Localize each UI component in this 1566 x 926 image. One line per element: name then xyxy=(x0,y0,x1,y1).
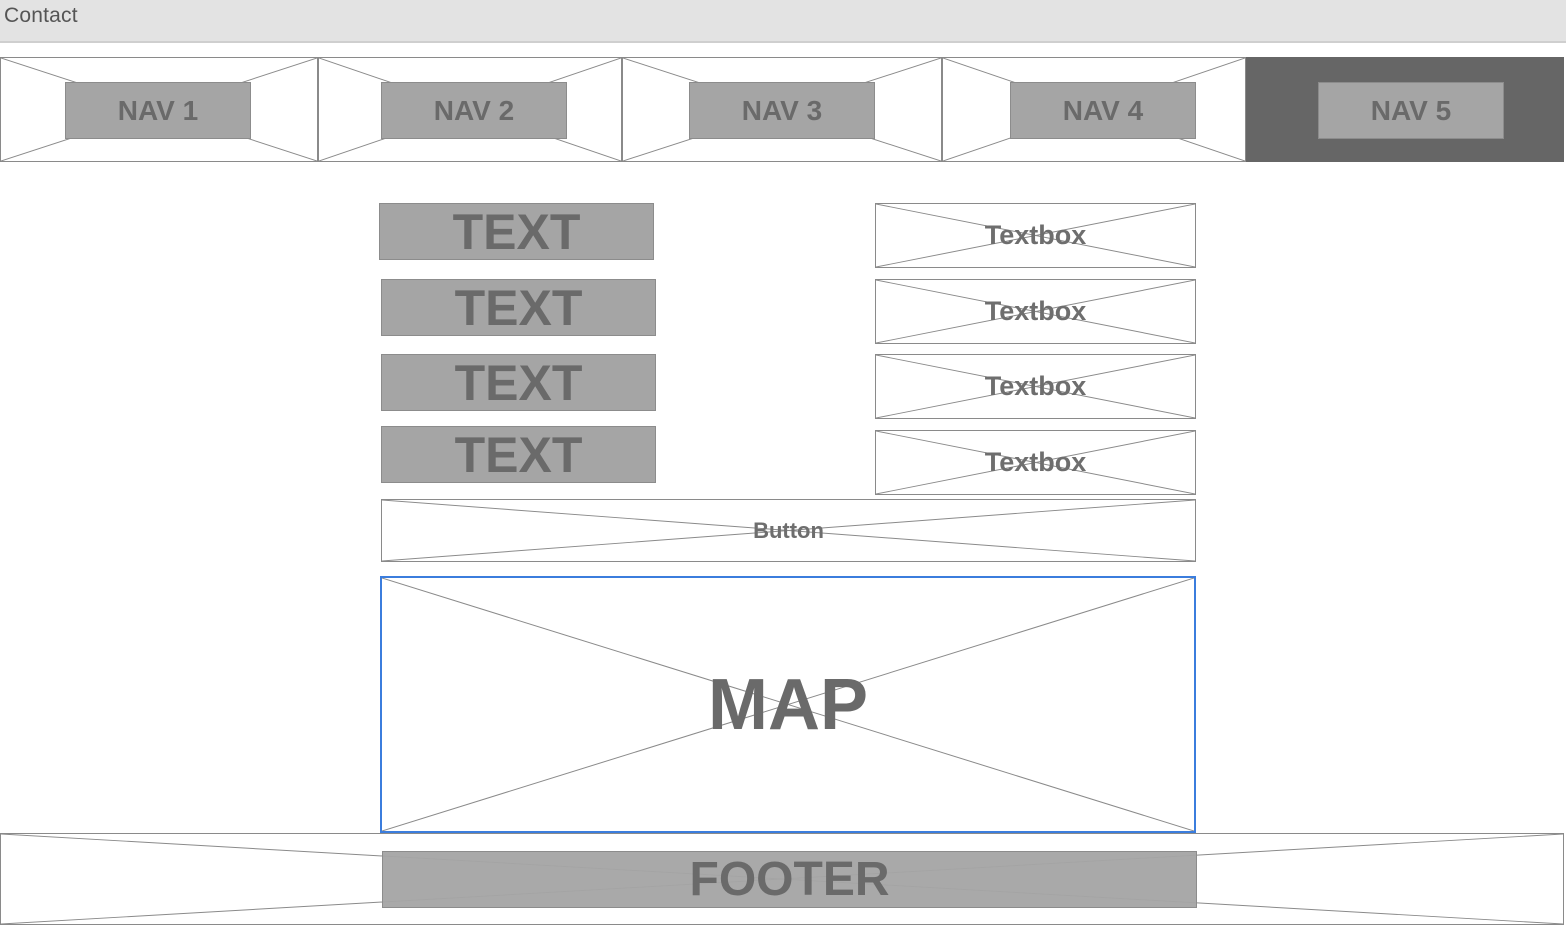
textbox-4-label: Textbox xyxy=(984,447,1087,477)
nav-item-4[interactable]: NAV 4 xyxy=(942,57,1246,162)
nav-item-3[interactable]: NAV 3 xyxy=(622,57,942,162)
submit-button[interactable]: Button xyxy=(381,499,1196,562)
textbox-3-label: Textbox xyxy=(984,371,1087,401)
placeholder-x-icon xyxy=(876,204,1195,267)
nav-item-5-label: NAV 5 xyxy=(1318,82,1504,139)
map-label: MAP xyxy=(708,664,868,745)
textbox-1[interactable]: Textbox xyxy=(875,203,1196,268)
textbox-3[interactable]: Textbox xyxy=(875,354,1196,419)
form-label-1: TEXT xyxy=(379,203,654,260)
page-title: Contact xyxy=(4,4,78,27)
placeholder-x-icon xyxy=(876,355,1195,418)
footer: FOOTER xyxy=(0,833,1564,925)
textbox-2-label: Textbox xyxy=(984,296,1087,326)
form-label-4: TEXT xyxy=(381,426,656,483)
textbox-1-label: Textbox xyxy=(984,220,1087,250)
placeholder-x-icon xyxy=(876,431,1195,494)
placeholder-x-icon xyxy=(382,500,1195,561)
nav-item-4-label: NAV 4 xyxy=(1010,82,1196,139)
map-placeholder[interactable]: MAP xyxy=(380,576,1196,833)
textbox-2[interactable]: Textbox xyxy=(875,279,1196,344)
nav-item-5-active[interactable]: NAV 5 xyxy=(1246,57,1564,162)
nav-item-1[interactable]: NAV 1 xyxy=(0,57,318,162)
title-bar: Contact xyxy=(0,0,1566,43)
nav-item-3-label: NAV 3 xyxy=(689,82,875,139)
footer-label: FOOTER xyxy=(382,851,1197,908)
submit-button-label: Button xyxy=(753,517,824,543)
nav-item-2-label: NAV 2 xyxy=(381,82,567,139)
nav-item-2[interactable]: NAV 2 xyxy=(318,57,622,162)
textbox-4[interactable]: Textbox xyxy=(875,430,1196,495)
form-label-3: TEXT xyxy=(381,354,656,411)
form-label-2: TEXT xyxy=(381,279,656,336)
nav-item-1-label: NAV 1 xyxy=(65,82,251,139)
placeholder-x-icon xyxy=(876,280,1195,343)
placeholder-x-icon xyxy=(382,578,1194,831)
